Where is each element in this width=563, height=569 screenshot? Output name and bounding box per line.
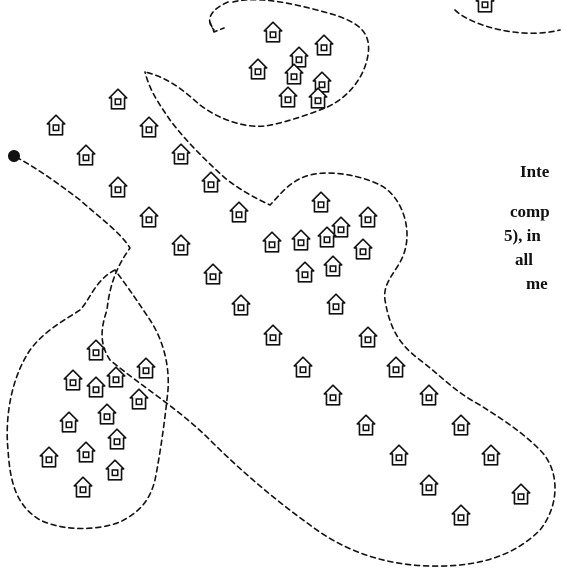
arrow-head-icon bbox=[210, 22, 224, 32]
house-icon bbox=[264, 22, 281, 42]
main-route-boundary bbox=[16, 72, 555, 566]
house-icon bbox=[64, 370, 81, 390]
side-text-line-5: me bbox=[526, 272, 548, 296]
house-icon bbox=[263, 232, 280, 252]
house-icon bbox=[77, 442, 94, 462]
house-icon bbox=[357, 415, 374, 435]
house-icon bbox=[452, 415, 469, 435]
house-icon bbox=[387, 357, 404, 377]
house-icon bbox=[87, 377, 104, 397]
house-icon bbox=[354, 239, 371, 259]
house-icon bbox=[202, 172, 219, 192]
house-icon bbox=[232, 295, 249, 315]
house-icon bbox=[482, 445, 499, 465]
top-right-path bbox=[455, 10, 560, 33]
house-icon bbox=[60, 412, 77, 432]
house-icon bbox=[324, 385, 341, 405]
house-icon bbox=[327, 294, 344, 314]
house-icon bbox=[390, 445, 407, 465]
house-icon bbox=[359, 207, 376, 227]
house-icon bbox=[318, 227, 335, 247]
house-icon bbox=[512, 484, 529, 504]
house-icon bbox=[294, 357, 311, 377]
house-icon bbox=[249, 59, 266, 79]
house-icon bbox=[315, 35, 332, 55]
house-icon bbox=[204, 264, 221, 284]
house-icon bbox=[420, 385, 437, 405]
house-icon bbox=[172, 235, 189, 255]
house-icon bbox=[40, 447, 57, 467]
house-icon bbox=[140, 117, 157, 137]
house-icon bbox=[108, 429, 125, 449]
start-point-icon bbox=[8, 150, 20, 162]
house-icon bbox=[332, 217, 349, 237]
house-icon bbox=[77, 145, 94, 165]
side-text-line-3: 5), in bbox=[504, 224, 541, 248]
house-icon bbox=[230, 202, 247, 222]
house-icon bbox=[109, 89, 126, 109]
side-text-line-4: all bbox=[515, 248, 533, 272]
house-icon bbox=[47, 115, 64, 135]
house-icon bbox=[359, 327, 376, 347]
house-icon bbox=[324, 256, 341, 276]
house-icon bbox=[109, 177, 126, 197]
house-icon bbox=[290, 47, 307, 67]
house-icon bbox=[312, 192, 329, 212]
house-icon bbox=[137, 358, 154, 378]
house-icon bbox=[106, 460, 123, 480]
house-icon bbox=[279, 87, 296, 107]
house-icon bbox=[140, 207, 157, 227]
house-icon bbox=[74, 477, 91, 497]
house-icon bbox=[296, 262, 313, 282]
house-icon bbox=[292, 230, 309, 250]
side-text-line-1: Inte bbox=[520, 160, 549, 184]
house-icon bbox=[264, 325, 281, 345]
house-icon bbox=[172, 144, 189, 164]
side-text-line-2: comp bbox=[510, 200, 550, 224]
house-icon bbox=[476, 0, 493, 12]
house-icon bbox=[98, 404, 115, 424]
house-icon bbox=[130, 389, 147, 409]
house-icon bbox=[452, 505, 469, 525]
house-icon bbox=[420, 475, 437, 495]
house-icon bbox=[313, 72, 330, 92]
